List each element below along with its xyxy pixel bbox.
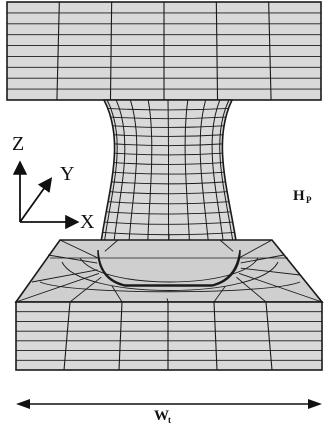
face-ring (79, 257, 259, 283)
height-label-main: H (293, 188, 305, 204)
bottom-column-line (213, 301, 218, 371)
bottom-column-line (265, 301, 273, 371)
top-column-line (56, 1, 60, 101)
face-ring (61, 261, 279, 291)
face-radial-line (111, 285, 123, 303)
bottom-block (15, 301, 323, 371)
top-column-line (215, 1, 219, 101)
bottom-top-face (14, 239, 324, 303)
width-arrow-left (16, 399, 30, 409)
height-label: H P (293, 188, 312, 205)
top-block-column-lines (56, 1, 272, 101)
neck-base (97, 249, 241, 287)
face-radial-line (104, 239, 119, 252)
width-dimension: W t (16, 399, 322, 425)
face-radial-line (238, 239, 273, 259)
face-radial-line (31, 269, 98, 283)
bottom-block-face (15, 301, 323, 371)
width-arrow-right (308, 399, 322, 409)
width-label-subscript: t (168, 415, 171, 425)
bottom-block-top-face (14, 233, 324, 303)
top-column-line (268, 1, 272, 101)
z-axis-label: Z (12, 133, 24, 155)
top-column-line (109, 1, 113, 101)
face-radial-line (240, 267, 301, 276)
top-block (6, 1, 322, 101)
face-radial-line (240, 254, 285, 264)
bottom-block-column-lines (63, 301, 273, 371)
y-axis-label: Y (60, 163, 74, 185)
face-radial-line (219, 239, 234, 252)
bottom-column-line (118, 301, 123, 371)
face-radial-line (238, 272, 323, 303)
height-label-subscript: P (306, 195, 312, 205)
axis-triad: Z Y X (12, 133, 95, 233)
x-axis-label: X (80, 211, 95, 233)
face-ring (39, 281, 301, 293)
face-radial-line (15, 272, 100, 303)
width-label-main: W (154, 408, 169, 424)
face-radial-line (213, 285, 226, 303)
bottom-column-line (63, 301, 71, 371)
bottom-top-face-lines (15, 233, 323, 303)
face-radial-line (59, 239, 100, 259)
y-axis-arrow (19, 177, 53, 223)
face-radial-line (47, 254, 98, 264)
